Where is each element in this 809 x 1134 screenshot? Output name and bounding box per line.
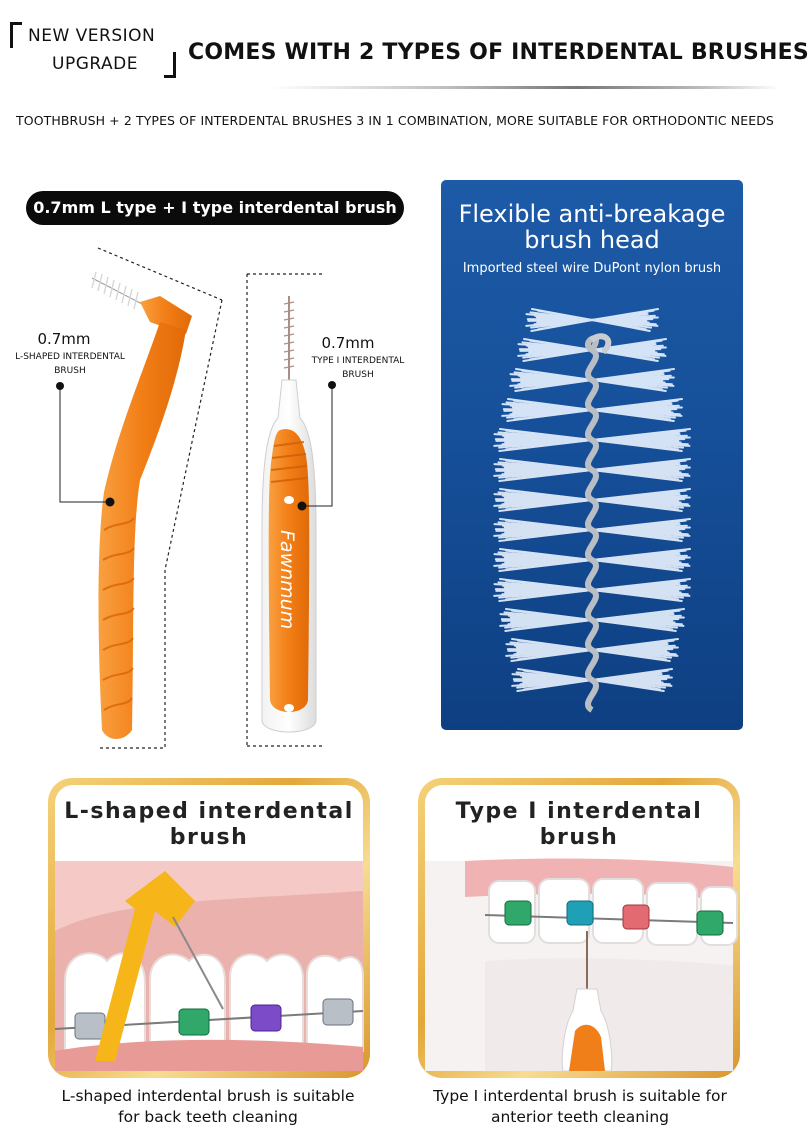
l-card-title-line-2: brush [169, 825, 249, 850]
badge-corner-top-left [10, 22, 22, 48]
feature-title-line-2: brush head [524, 226, 660, 254]
brushes-drawing: Fawnmum [56, 247, 336, 749]
l-shaped-usage-card: L-shaped interdental brush [48, 778, 370, 1078]
i-card-caption: Type I interdental brush is suitable for… [400, 1086, 760, 1128]
type-i-usage-card: Type I interdental brush [418, 778, 740, 1078]
i-brush-desc-line-1: TYPE I INTERDENTAL [311, 356, 405, 366]
l-brush-dimension-lines [97, 247, 223, 749]
orthodontic-brackets-front [504, 900, 724, 936]
l-brush-desc-line-2: BRUSH [54, 366, 86, 376]
l-shaped-brush [91, 271, 192, 739]
i-card-caption-line-1: Type I interdental brush is suitable for [433, 1087, 727, 1105]
brand-name-text: Fawnmum [276, 530, 298, 629]
l-card-caption-line-2: for back teeth cleaning [118, 1108, 298, 1126]
i-card-title-line-1: Type I interdental [455, 799, 703, 824]
callout-connectors [59, 385, 333, 507]
i-card-title-line-2: brush [539, 825, 619, 850]
l-card-caption-line-1: L-shaped interdental brush is suitable [61, 1087, 355, 1105]
l-brush-desc-line-1: L-SHAPED INTERDENTAL [15, 352, 125, 362]
badge-line-2: UPGRADE [52, 54, 138, 74]
l-card-caption: L-shaped interdental brush is suitable f… [28, 1086, 388, 1128]
feature-title-line-1: Flexible anti-breakage [458, 200, 726, 228]
type-i-brush: Fawnmum [261, 296, 317, 733]
page-subtitle: TOOTHBRUSH + 2 TYPES OF INTERDENTAL BRUS… [16, 113, 774, 128]
brush-head-closeup [493, 308, 691, 713]
feature-subtitle: Imported steel wire DuPont nylon brush [462, 261, 722, 276]
feature-panel: Flexible anti-breakage brush head Import… [441, 180, 743, 730]
i-brush-size-label: 0.7mm [321, 334, 375, 352]
front-teeth-scene [425, 858, 738, 1072]
l-brush-size-label: 0.7mm [37, 330, 91, 348]
back-teeth-scene [54, 861, 364, 1071]
title-divider [270, 86, 780, 89]
badge-corner-bottom-right [164, 52, 176, 78]
i-brush-dimension-lines [246, 273, 322, 747]
orthodontic-brackets [74, 998, 354, 1040]
l-card-title-line-1: L-shaped interdental [64, 799, 354, 824]
product-spec-pill: 0.7mm L type + I type interdental brush [26, 191, 404, 225]
i-brush-desc: TYPE I INTERDENTAL BRUSH [288, 354, 428, 382]
l-brush-desc: L-SHAPED INTERDENTAL BRUSH [0, 350, 140, 378]
brush-illustrations: Fawnmum 0.7mm L-SHAPED INTERDENTAL BRUSH… [0, 230, 430, 760]
i-brush-desc-line-2: BRUSH [342, 370, 374, 380]
badge-line-1: NEW VERSION [28, 26, 156, 46]
new-version-badge: NEW VERSION UPGRADE [10, 22, 176, 78]
i-card-caption-line-2: anterior teeth cleaning [490, 1108, 670, 1126]
page-title: COMES WITH 2 TYPES OF INTERDENTAL BRUSHE… [188, 40, 809, 65]
